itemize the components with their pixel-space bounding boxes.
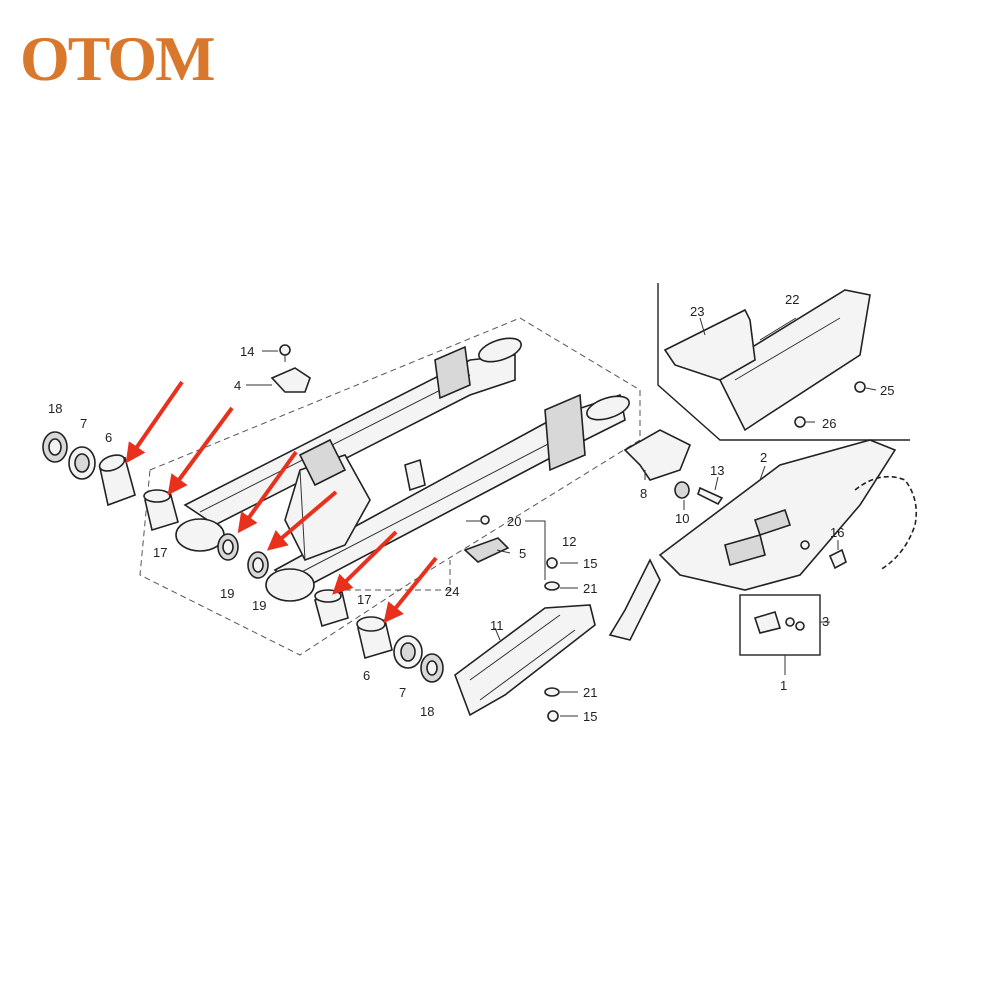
collar-6-right (356, 616, 393, 660)
drive-chain (854, 475, 918, 571)
washer-21-upper (544, 581, 560, 591)
bolt-26 (794, 416, 806, 428)
pivot-seal-18-right (420, 653, 444, 683)
screw-15-upper (546, 557, 558, 569)
callout-24: 24 (445, 584, 459, 599)
bearing-19-left (217, 533, 239, 561)
callout-6-right: 6 (363, 668, 370, 683)
callout-20: 20 (507, 514, 521, 529)
bolt-16 (828, 548, 847, 570)
red-arrow-bushing-17-right (332, 530, 398, 595)
callout-22: 22 (785, 292, 799, 307)
bolt-13 (697, 486, 724, 506)
master-link-kit-box (739, 594, 821, 656)
callout-8: 8 (640, 486, 647, 501)
bushing-17-right (314, 589, 349, 628)
red-arrow-collar-6-left (125, 380, 184, 464)
callout-23: 23 (690, 304, 704, 319)
callout-14: 14 (240, 344, 254, 359)
callout-18-left: 18 (48, 401, 62, 416)
callout-17-left: 17 (153, 545, 167, 560)
callout-numbers: 14 4 18 7 6 17 19 19 20 12 5 15 21 24 17… (48, 292, 894, 724)
callout-7-right: 7 (399, 685, 406, 700)
callout-dash-24 (325, 560, 451, 591)
callout-6-left: 6 (105, 430, 112, 445)
swingarm (175, 337, 630, 602)
callout-12: 12 (562, 534, 576, 549)
callout-17-right: 17 (357, 592, 371, 607)
callout-7-left: 7 (80, 416, 87, 431)
callout-18-right: 18 (420, 704, 434, 719)
chain-guide-5 (463, 515, 510, 563)
bracket-23 (663, 308, 756, 381)
bolt-14 (279, 344, 291, 362)
callout-11: 11 (490, 618, 504, 633)
red-arrow-bearing-19-left (237, 450, 298, 534)
washer-21-lower (544, 687, 560, 697)
highlight-arrows (125, 380, 438, 624)
inset-frame (657, 283, 910, 441)
callout-3: 3 (822, 614, 829, 629)
callout-16: 16 (830, 525, 844, 540)
red-arrow-collar-6-right (383, 556, 438, 624)
callout-2: 2 (760, 450, 767, 465)
chain-slider-11 (454, 604, 596, 717)
chain-guard-22 (713, 289, 871, 432)
bolt-25 (854, 381, 866, 393)
dust-seal-7-left (68, 446, 96, 480)
callout-21-lower: 21 (583, 685, 597, 700)
guide-clip-4 (270, 367, 311, 393)
callout-5: 5 (519, 546, 526, 561)
callout-19-right: 19 (252, 598, 266, 613)
swingarm-group-outline (139, 317, 641, 656)
collar-10 (674, 481, 690, 499)
mount-bracket-8 (623, 429, 692, 481)
callout-19-left: 19 (220, 586, 234, 601)
leader-lines (246, 317, 877, 717)
callout-15-upper: 15 (583, 556, 597, 571)
screw-15-lower (547, 710, 559, 722)
callout-26: 26 (822, 416, 836, 431)
red-arrow-bearing-19-right (266, 490, 338, 551)
bushing-17-left (143, 489, 179, 532)
master-link-3 (753, 611, 805, 634)
callout-21-upper: 21 (583, 581, 597, 596)
callout-15-lower: 15 (583, 709, 597, 724)
red-arrow-bushing-17-left (167, 406, 234, 496)
logo-text: OTOM (20, 23, 214, 94)
collar-6-left (98, 454, 136, 507)
callout-13: 13 (710, 463, 724, 478)
chain-case-2 (608, 439, 897, 641)
callout-10: 10 (675, 511, 689, 526)
bearing-19-right (247, 551, 269, 579)
pivot-seal-18-left (42, 431, 68, 463)
callout-25: 25 (880, 383, 894, 398)
dust-seal-7-right (393, 635, 423, 669)
callout-1: 1 (780, 678, 787, 693)
brand-logo: OTOM (19, 22, 218, 96)
callout-4: 4 (234, 378, 241, 393)
